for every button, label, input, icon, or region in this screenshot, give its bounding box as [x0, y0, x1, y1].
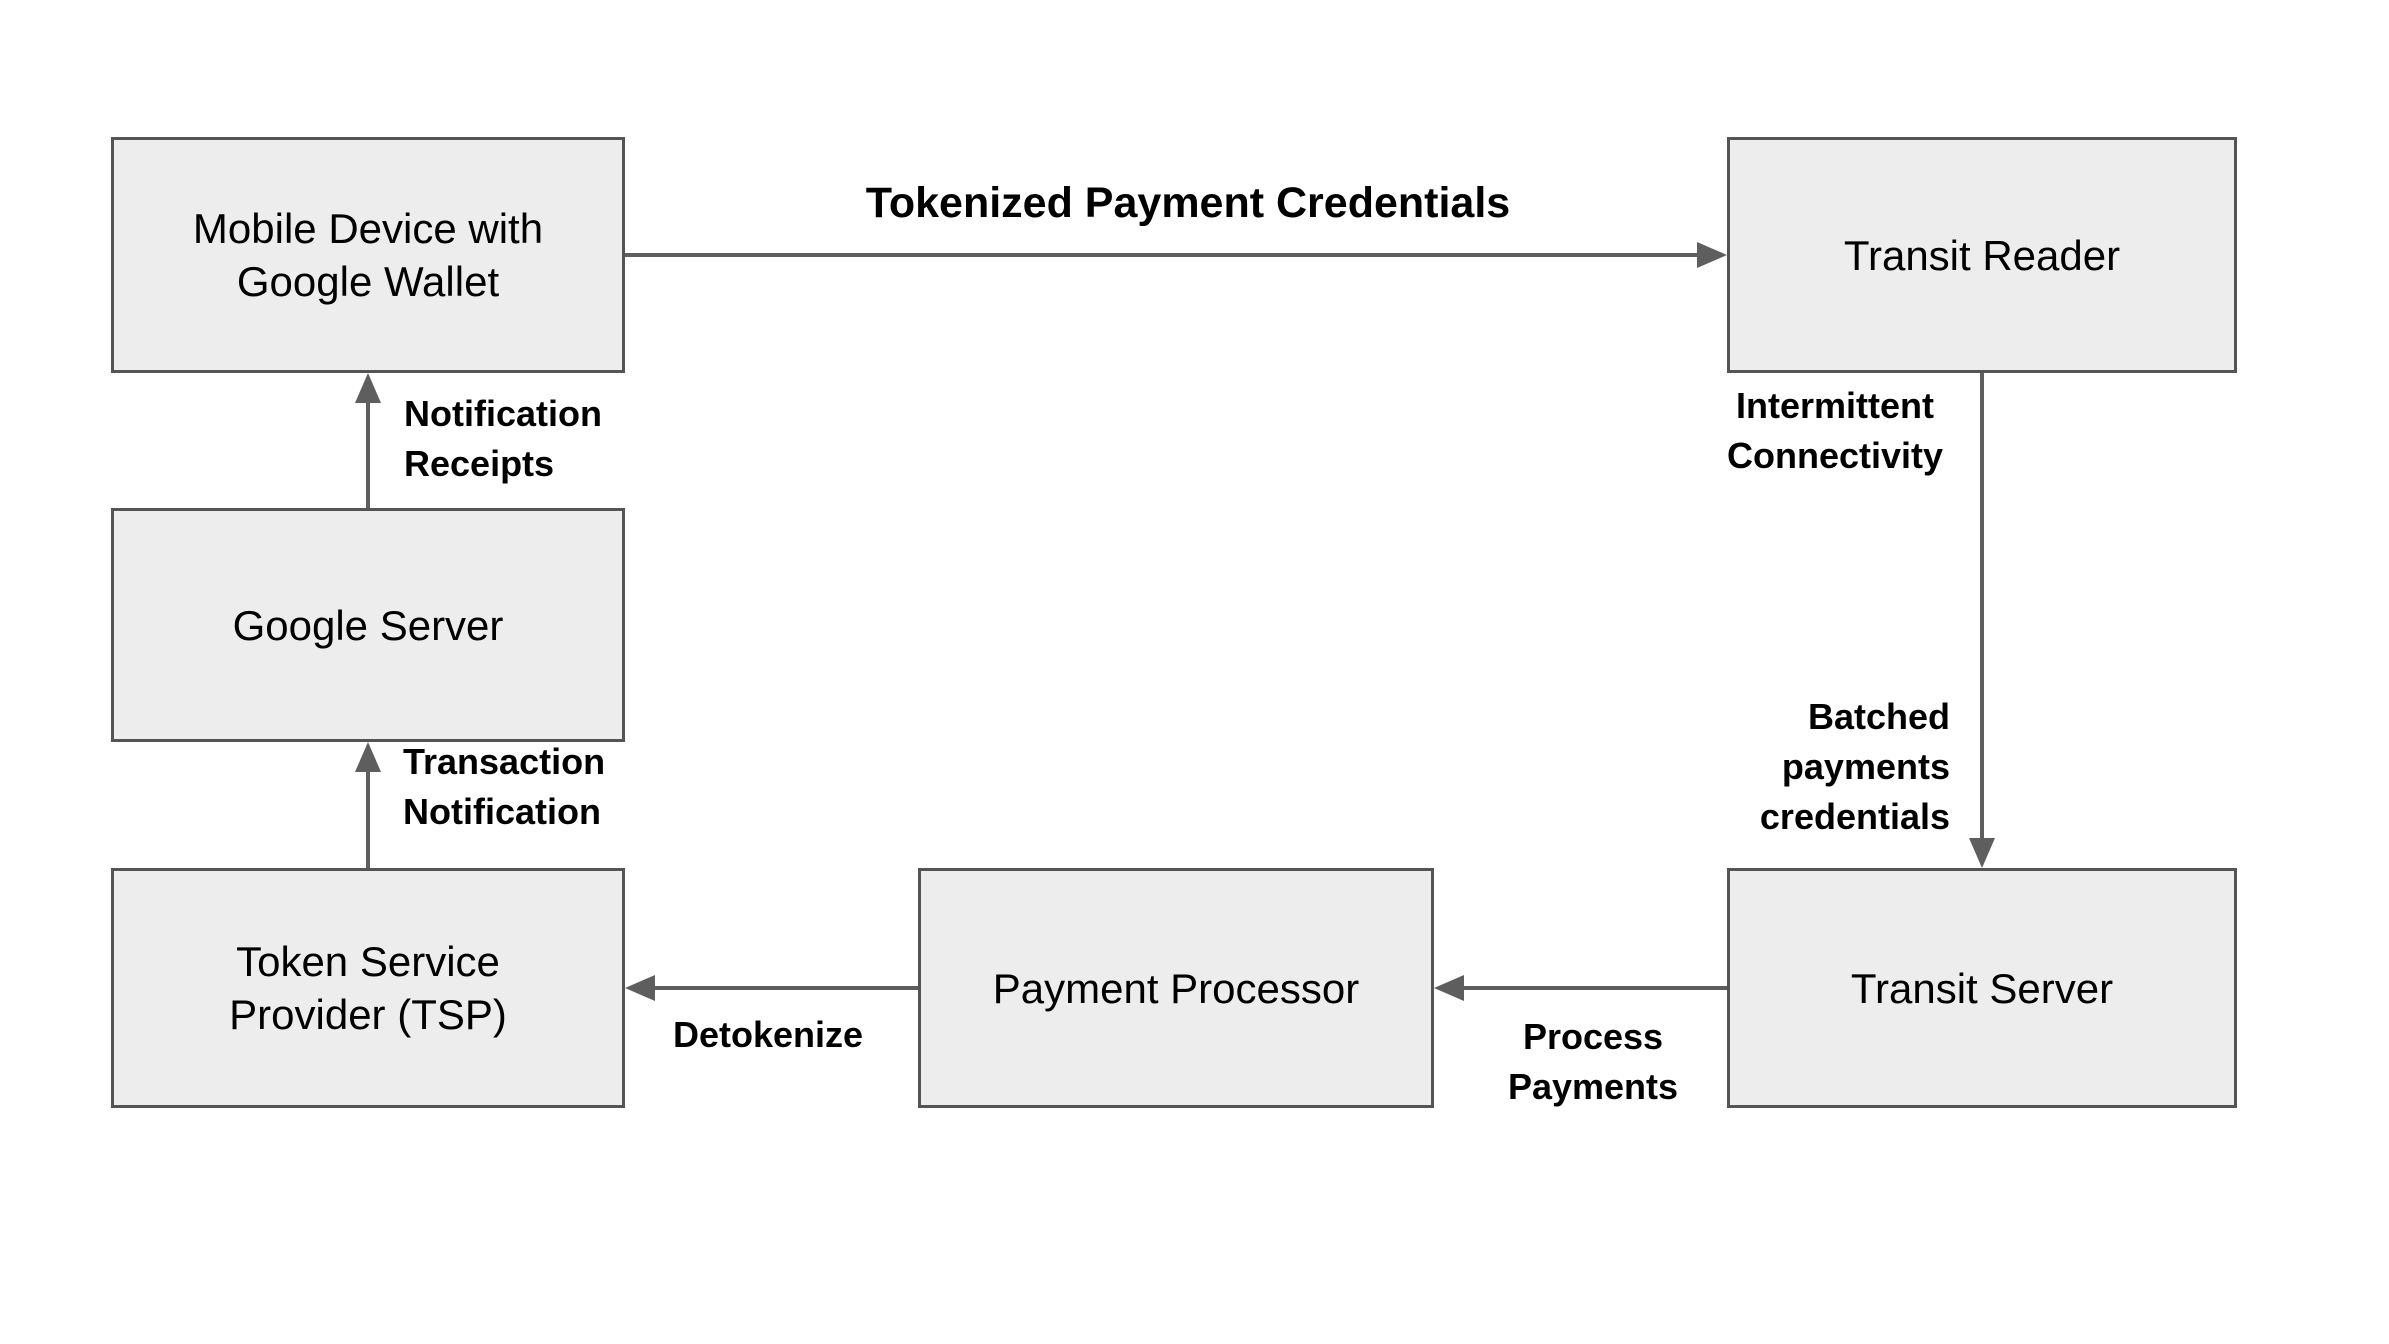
arrow-notification-receipts-head-icon [355, 373, 381, 403]
arrow-detokenize-head-icon [625, 975, 655, 1001]
node-label-line: Provider (TSP) [229, 991, 507, 1038]
edge-label-transaction-notification: Transaction Notification [403, 737, 605, 837]
node-transit-server-label: Transit Server [1851, 962, 2113, 1015]
arrow-transaction-notification-head-icon [355, 742, 381, 772]
node-payment-processor: Payment Processor [918, 868, 1434, 1108]
edge-label-line: payments [1781, 746, 1950, 787]
edge-label-line: Notification [404, 393, 602, 434]
node-token-service-provider: Token Service Provider (TSP) [111, 868, 625, 1108]
arrow-tokenized-head-icon [1697, 242, 1727, 268]
arrow-notification-receipts-line [366, 401, 370, 508]
node-mobile-device: Mobile Device with Google Wallet [111, 137, 625, 373]
node-transit-reader: Transit Reader [1727, 137, 2237, 373]
node-google-server: Google Server [111, 508, 625, 742]
arrow-tokenized-line [625, 253, 1699, 257]
edge-label-intermittent-connectivity: Intermittent Connectivity [1727, 381, 1943, 481]
edge-label-tokenized-payment-credentials: Tokenized Payment Credentials [866, 177, 1510, 229]
edge-label-line: Intermittent [1735, 385, 1934, 426]
node-transit-reader-label: Transit Reader [1844, 229, 2120, 282]
arrow-reader-to-server-line [1980, 373, 1984, 840]
edge-label-line: Batched [1807, 696, 1950, 737]
edge-label-line: credentials [1759, 796, 1950, 837]
node-payment-processor-label: Payment Processor [993, 962, 1359, 1015]
arrow-reader-to-server-head-icon [1969, 838, 1995, 868]
arrow-process-payments-line [1462, 986, 1727, 990]
edge-label-process-payments: Process Payments [1508, 1012, 1678, 1112]
node-transit-server: Transit Server [1727, 868, 2237, 1108]
node-label-line: Google Server [232, 601, 504, 649]
arrow-detokenize-line [653, 986, 918, 990]
node-label-line: Mobile Device with [192, 205, 544, 252]
edge-label-line: Connectivity [1726, 435, 1944, 476]
edge-label-line: Payments [1507, 1066, 1679, 1107]
edge-label-batched-payments-credentials: Batched payments credentials [1760, 692, 1950, 842]
edge-label-line: Receipts [404, 443, 555, 484]
edge-label-detokenize: Detokenize [673, 1010, 863, 1060]
arrow-transaction-notification-line [366, 770, 370, 868]
node-mobile-device-label: Mobile Device with Google Wallet [193, 202, 543, 308]
edge-label-line: Detokenize [672, 1014, 864, 1055]
edge-label-line: Process [1522, 1016, 1664, 1057]
node-token-service-provider-label: Token Service Provider (TSP) [229, 935, 507, 1041]
node-label-line: Transit Reader [1843, 231, 2121, 279]
node-label-line: Payment Processor [992, 964, 1360, 1012]
node-label-line: Token Service [236, 938, 500, 985]
node-label-line: Google Wallet [236, 258, 500, 305]
edge-label-notification-receipts: Notification Receipts [404, 389, 602, 489]
edge-label-line: Tokenized Payment Credentials [865, 179, 1511, 227]
edge-label-line: Notification [403, 791, 601, 832]
node-google-server-label: Google Server [233, 599, 504, 652]
edge-label-line: Transaction [403, 741, 606, 782]
arrow-process-payments-head-icon [1434, 975, 1464, 1001]
node-label-line: Transit Server [1850, 964, 2114, 1012]
